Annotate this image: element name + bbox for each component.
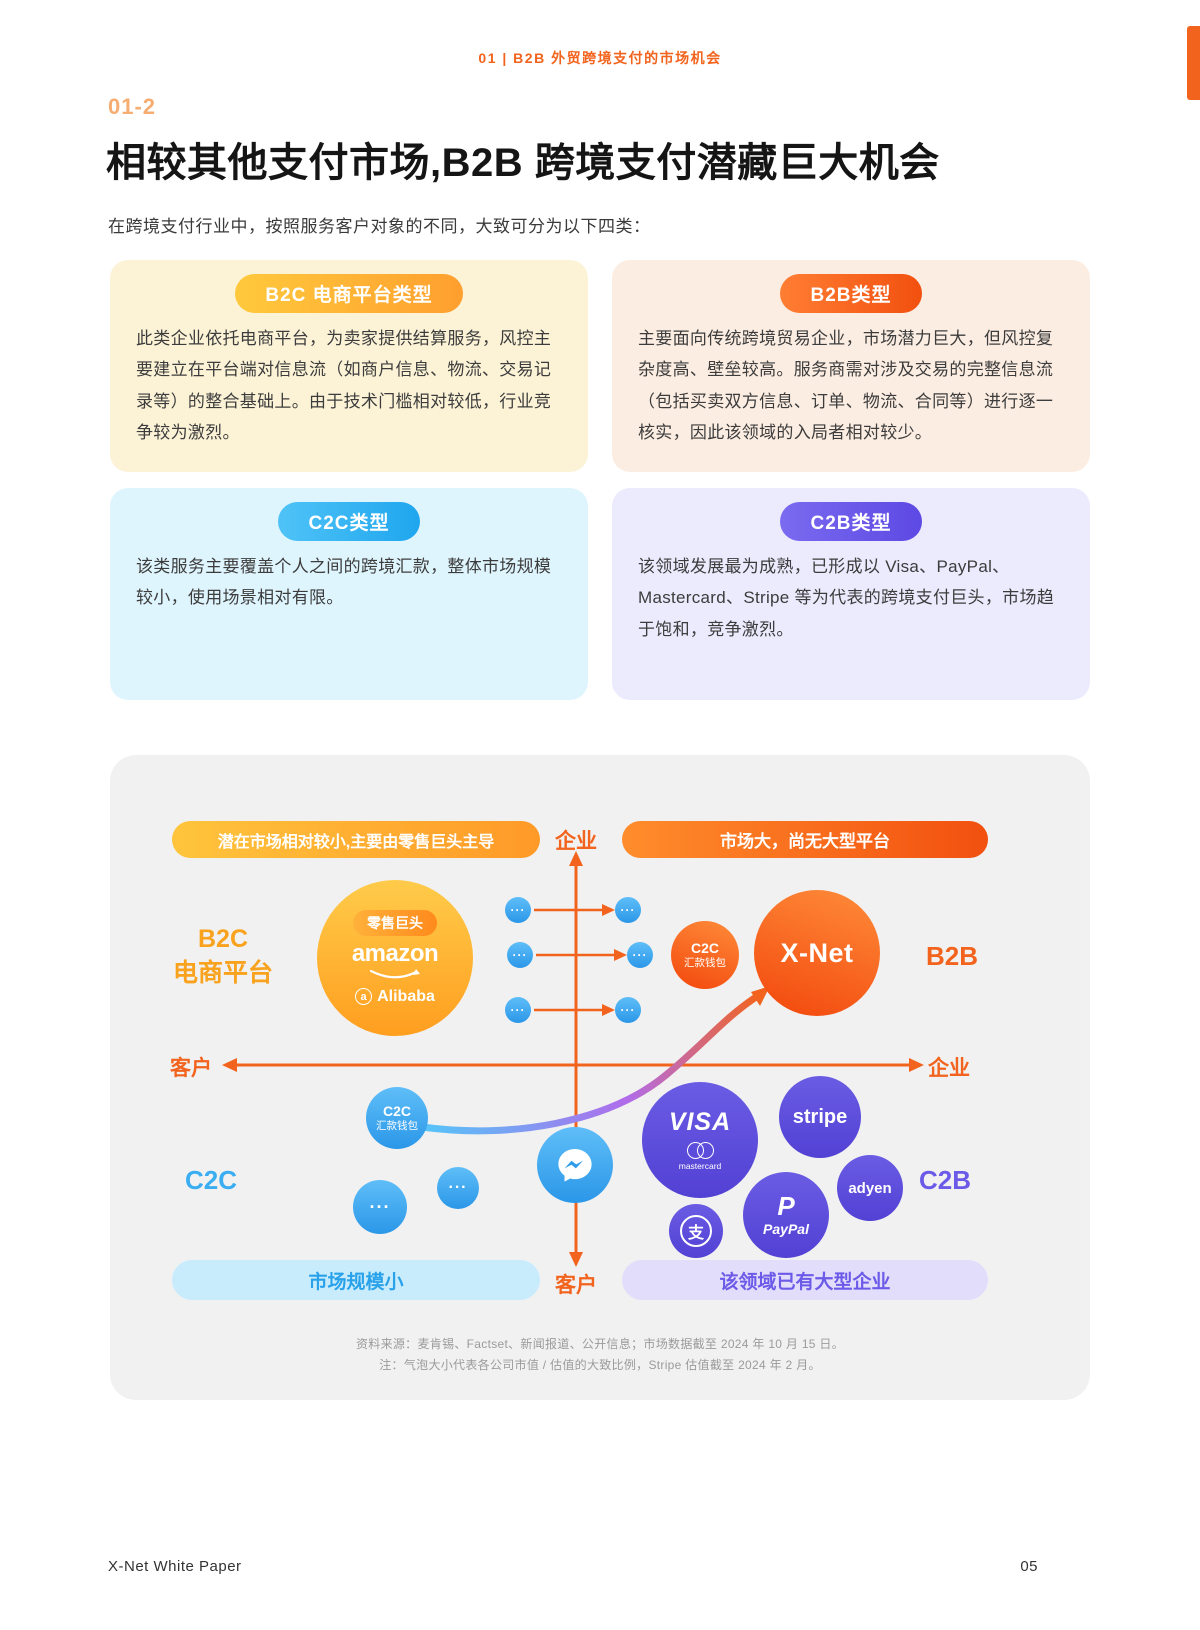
card-b2c-platform: B2C 电商平台类型 此类企业依托电商平台，为卖家提供结算服务，风控主要建立在平… (110, 260, 588, 472)
axis-right-label: 企业 (928, 1057, 970, 1080)
visa-mastercard-bubble: VISA mastercard (642, 1082, 758, 1198)
amazon-smile-icon (369, 968, 420, 979)
c2c-wallet-bubble-blue: C2C 汇款钱包 (366, 1087, 428, 1149)
card-b2c-label: B2C 电商平台类型 (235, 274, 463, 313)
alipay-icon: 支 (680, 1215, 712, 1247)
small-player-bubble: ··· (615, 997, 641, 1023)
paypal-bubble: P PayPal (743, 1172, 829, 1258)
paypal-text: PayPal (763, 1221, 809, 1237)
quadrant-b2c-line1: B2C (197, 925, 248, 953)
banner-b2c-note: 潜在市场相对较小,主要由零售巨头主导 (172, 821, 540, 858)
c2c-wallet-line1: C2C (382, 1102, 411, 1119)
quadrant-b2c-label: B2C 电商平台 (156, 923, 290, 991)
c2c-wallet-bubble-orange: C2C 汇款钱包 (671, 921, 739, 989)
card-c2c: C2C类型 该类服务主要覆盖个人之间的跨境汇款，整体市场规模较小，使用场景相对有… (110, 488, 588, 700)
small-player-bubble: ··· (505, 897, 531, 923)
alibaba-logo: a Alibaba (355, 988, 435, 1006)
edge-tab (1187, 26, 1200, 100)
card-c2b-body: 该领域发展最为成熟，已形成以 Visa、PayPal、Mastercard、St… (638, 557, 1055, 639)
quadrant-c2b-label: C2B (918, 1165, 971, 1195)
page-number: 05 (1020, 1558, 1038, 1575)
card-c2b: C2B类型 该领域发展最为成熟，已形成以 Visa、PayPal、Masterc… (612, 488, 1090, 700)
c2c-wallet-line2: 汇款钱包 (684, 956, 726, 969)
small-player-bubble: ··· (507, 942, 533, 968)
adyen-bubble: adyen (837, 1155, 903, 1221)
c2c-summary-pill: 市场规模小 (172, 1260, 540, 1300)
small-player-bubble: ··· (353, 1180, 407, 1234)
axis-bottom-label: 客户 (555, 1274, 597, 1297)
messenger-icon (558, 1149, 592, 1182)
source-note: 资料来源：麦肯锡、Factset、新闻报道、公开信息；市场数据截至 2024 年… (355, 1337, 845, 1351)
paypal-p-icon: P (777, 1191, 795, 1221)
alibaba-a-icon: a (355, 988, 373, 1006)
alibaba-text: Alibaba (377, 987, 435, 1005)
page-title: 相较其他支付市场,B2B 跨境支付潜藏巨大机会 (106, 141, 940, 185)
card-b2b-label: B2B类型 (780, 274, 922, 313)
visa-logo: VISA (668, 1107, 732, 1136)
c2c-wallet-line2: 汇款钱包 (376, 1119, 418, 1132)
bubble-size-note: 注：气泡大小代表各公司市值 / 估值的大致比例，Stripe 估值截至 2024… (379, 1358, 821, 1372)
quadrant-bubble-chart: 潜在市场相对较小,主要由零售巨头主导 市场大，尚无大型平台 企业 客户 客户 企… (110, 755, 1090, 1400)
card-b2b-body: 主要面向传统跨境贸易企业，市场潜力巨大，但风控复杂度高、壁垒较高。服务商需对涉及… (638, 329, 1054, 443)
small-player-bubble: ··· (505, 997, 531, 1023)
retail-giants-tag: 零售巨头 (353, 910, 437, 937)
small-player-bubble: ··· (627, 942, 653, 968)
card-c2c-body: 该类服务主要覆盖个人之间的跨境汇款，整体市场规模较小，使用场景相对有限。 (136, 557, 552, 608)
card-c2b-label: C2B类型 (780, 502, 922, 541)
alipay-bubble: 支 (669, 1204, 723, 1258)
category-cards: B2C 电商平台类型 此类企业依托电商平台，为卖家提供结算服务，风控主要建立在平… (110, 260, 1090, 700)
amazon-logo: amazon (351, 940, 439, 968)
card-b2c-body: 此类企业依托电商平台，为卖家提供结算服务，风控主要建立在平台端对信息流（如商户信… (136, 329, 552, 443)
mastercard-circles-icon (686, 1142, 714, 1160)
xnet-bubble: X-Net (754, 890, 880, 1016)
quadrant-c2c-label: C2C (184, 1165, 237, 1195)
running-header: 01 | B2B 外贸跨境支付的市场机会 (478, 50, 722, 66)
card-c2c-label: C2C类型 (278, 502, 420, 541)
intro-text: 在跨境支付行业中，按照服务客户对象的不同，大致可分为以下四类： (108, 217, 651, 236)
quadrant-b2c-line2: 电商平台 (172, 958, 273, 987)
small-player-bubble: ··· (437, 1167, 479, 1209)
quadrant-b2b-label: B2B (925, 941, 978, 971)
mastercard-text: mastercard (678, 1161, 722, 1172)
section-number: 01-2 (108, 94, 157, 119)
page-footer: X-Net White Paper 05 (108, 1558, 1038, 1575)
footer-title: X-Net White Paper (108, 1558, 242, 1575)
axis-left-label: 客户 (170, 1057, 212, 1080)
c2c-wallet-line1: C2C (690, 939, 719, 956)
c2b-summary-pill: 该领域已有大型企业 (622, 1260, 988, 1300)
retail-giants-bubble: 零售巨头 amazon a Alibaba (317, 880, 473, 1036)
axis-top-label: 企业 (555, 830, 597, 853)
messenger-bubble (537, 1127, 613, 1203)
stripe-bubble: stripe (779, 1076, 861, 1158)
banner-b2b-note: 市场大，尚无大型平台 (622, 821, 988, 858)
card-b2b: B2B类型 主要面向传统跨境贸易企业，市场潜力巨大，但风控复杂度高、壁垒较高。服… (612, 260, 1090, 472)
small-player-bubble: ··· (615, 897, 641, 923)
